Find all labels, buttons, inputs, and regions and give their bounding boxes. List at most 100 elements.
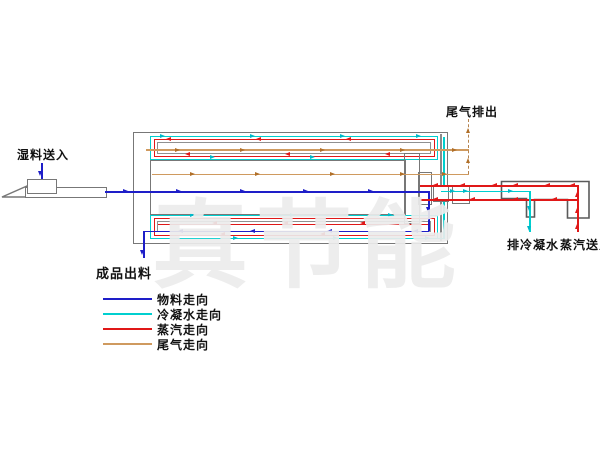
material-arrow-icon	[123, 189, 128, 193]
bottom-steam-inner-line	[158, 223, 428, 225]
condensate-arrow-icon	[233, 235, 238, 240]
material-arrow-icon	[176, 189, 181, 193]
exhaust-arrow-icon	[175, 147, 180, 152]
material-arrow-icon	[413, 228, 418, 233]
steam-inlet-upper-line	[420, 185, 578, 187]
exhaust-arrow-icon	[320, 147, 325, 152]
steam-arrow-icon	[166, 136, 171, 141]
legend-line-steam	[103, 328, 152, 330]
material-arrow-icon	[38, 171, 42, 176]
condensate-arrow-icon	[310, 155, 315, 160]
top-tube-inner-wall	[157, 142, 431, 154]
condensate-arrow-icon	[210, 155, 215, 160]
condensate-arrow-icon	[463, 188, 468, 193]
legend-label-exhaust: 尾气走向	[157, 338, 210, 352]
inner-drum	[150, 160, 406, 215]
steam-arrow-icon	[185, 151, 190, 156]
feed-chute-wedge	[1, 184, 28, 198]
legend-label-condensate: 冷凝水走向	[157, 308, 223, 322]
material-arrow-icon	[178, 228, 183, 233]
steam-arrow-icon	[385, 151, 390, 156]
legend-line-exhaust	[103, 343, 152, 345]
condensate-arrow-icon	[508, 188, 513, 193]
material-arrow-icon	[368, 189, 373, 193]
material-arrow-icon	[140, 250, 144, 255]
steam-arrow-icon	[433, 182, 438, 187]
legend-line-material	[103, 298, 152, 300]
screw-feeder-tube	[25, 187, 107, 198]
material-arrow-icon	[303, 189, 308, 193]
label-steam-in: 蒸汽送入	[560, 238, 600, 252]
exhaust-top-line	[146, 149, 469, 151]
steam-arrow-icon	[320, 231, 325, 236]
exhaust-arrow-icon	[255, 172, 260, 176]
brand-watermark: 真节能	[152, 190, 464, 302]
condensate-arrow-icon	[527, 206, 531, 211]
steam-arrow-icon	[460, 182, 465, 187]
condensate-drop-line	[529, 190, 531, 232]
steam-arrow-icon	[513, 196, 518, 201]
steam-arrow-icon	[360, 221, 365, 226]
condensate-arrow-icon	[160, 133, 165, 138]
steam-arrow-icon	[283, 221, 288, 226]
condensate-arrow-icon	[425, 235, 430, 240]
top-tube-condensate-jacket	[150, 136, 438, 160]
material-center-line	[105, 191, 429, 193]
exhaust-arrow-icon	[452, 147, 457, 152]
condensate-arrow-icon	[416, 133, 421, 138]
label-exhaust-out: 尾气排出	[446, 105, 499, 119]
condensate-arrow-icon	[527, 226, 531, 231]
steam-arrow-icon	[570, 182, 575, 187]
material-arrow-icon	[426, 207, 430, 212]
exhaust-arrow-icon	[330, 172, 335, 176]
condensate-arrow-icon	[290, 212, 295, 217]
steam-arrow-icon	[220, 231, 225, 236]
steam-arrow-icon	[285, 151, 290, 156]
steam-arrow-icon	[492, 182, 497, 187]
steam-arrow-icon	[575, 208, 580, 213]
exhaust-arrow-icon	[442, 172, 447, 176]
exhaust-arrow-icon	[466, 128, 471, 133]
feed-hopper	[27, 179, 57, 194]
steam-arrow-icon	[256, 136, 261, 141]
steam-arrow-icon	[433, 196, 438, 201]
steam-arrow-icon	[575, 224, 580, 229]
steam-inlet-lower-line	[420, 199, 578, 201]
material-discharge-line	[143, 230, 145, 258]
drum-end-step	[418, 172, 432, 205]
legend-line-condensate	[103, 313, 152, 315]
condensate-arrow-icon	[450, 188, 455, 193]
label-condensate-out: 排冷凝水	[507, 238, 560, 252]
bottom-condensate-wrap-line	[150, 237, 443, 239]
steam-arrow-icon	[545, 182, 550, 187]
condensate-out-line	[441, 190, 530, 192]
steam-arrow-icon	[513, 182, 518, 187]
exhaust-riser-line	[468, 119, 469, 174]
steam-arrow-icon	[470, 196, 475, 201]
material-return-line	[143, 230, 429, 232]
exhaust-arrow-icon	[466, 158, 471, 163]
exhaust-arrow-icon	[400, 172, 405, 176]
material-arrow-icon	[250, 228, 255, 233]
steam-arrow-icon	[575, 192, 580, 197]
exhaust-arrow-icon	[190, 172, 195, 176]
exhaust-arrow-icon	[400, 147, 405, 152]
steam-arrow-icon	[552, 196, 557, 201]
legend-label-steam: 蒸汽走向	[157, 323, 210, 337]
bottom-tube-steam-jacket	[153, 217, 435, 236]
legend-label-material: 物料走向	[157, 293, 210, 307]
top-tube-steam-jacket	[153, 139, 435, 157]
exhaust-center-line	[152, 173, 469, 175]
label-product-out: 成品出料	[96, 267, 153, 282]
condensate-arrow-icon	[340, 133, 345, 138]
exhaust-arrow-icon	[240, 147, 245, 152]
label-wet-feed: 湿料送入	[17, 148, 70, 162]
condensate-arrow-icon	[190, 212, 195, 217]
condensate-arrow-icon	[388, 212, 393, 217]
material-arrow-icon	[327, 228, 332, 233]
condensate-arrow-icon	[250, 133, 255, 138]
steam-arrow-icon	[212, 221, 217, 226]
condensate-arrow-icon	[333, 235, 338, 240]
steam-arrow-icon	[346, 136, 351, 141]
